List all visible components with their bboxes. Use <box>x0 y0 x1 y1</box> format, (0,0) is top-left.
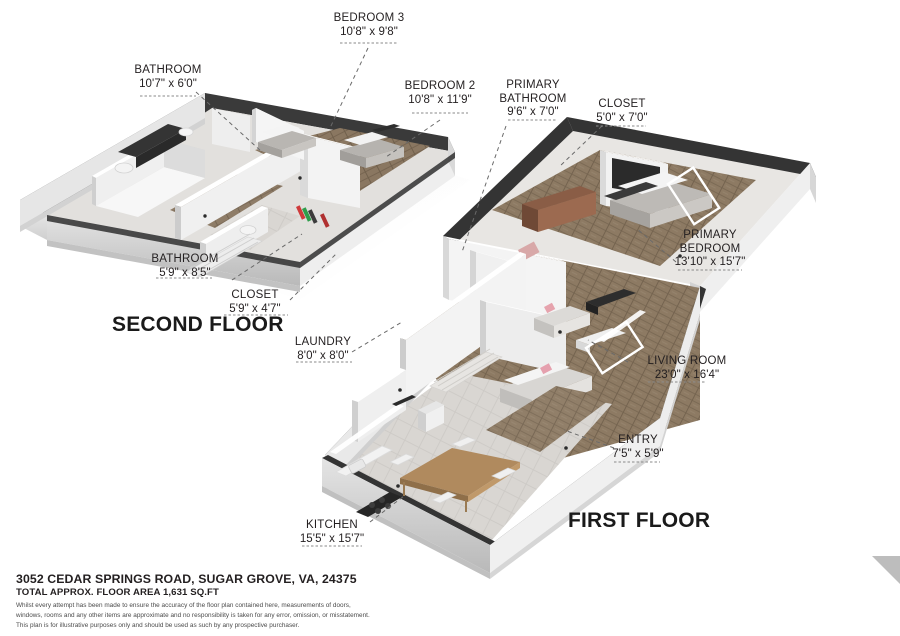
room-name-line2: BATHROOM <box>499 92 567 105</box>
leader-living-room <box>587 339 629 363</box>
room-label-bathroom-hall[interactable]: BATHROOM 10'7" x 6'0" <box>110 64 226 91</box>
room-dimensions: 10'7" x 6'0" <box>139 77 197 90</box>
room-label-kitchen[interactable]: KITCHEN 15'5" x 15'7" <box>272 519 392 546</box>
disclaimer-line-2: windows, rooms and any other items are a… <box>16 611 370 619</box>
room-name: CLOSET <box>231 289 279 301</box>
floor-title-second: SECOND FLOOR <box>112 313 284 336</box>
footer-block: 3052 CEDAR SPRINGS ROAD, SUGAR GROVE, VA… <box>16 572 576 631</box>
room-dimensions: 5'9" x 4'7" <box>229 302 281 315</box>
disclaimer-line-1: Whilst every attempt has been made to en… <box>16 602 351 609</box>
room-dimensions: 15'5" x 15'7" <box>299 532 365 545</box>
room-label-bathroom-second[interactable]: BATHROOM 5'9" x 8'5" <box>126 253 244 280</box>
room-name-line1: PRIMARY <box>506 79 560 91</box>
room-label-closet-hall[interactable]: CLOSET 5'9" x 4'7" <box>196 289 314 316</box>
room-name: BEDROOM 2 <box>404 80 476 92</box>
room-dimensions: 23'0" x 16'4" <box>654 368 720 381</box>
room-name: ENTRY <box>618 434 658 446</box>
room-name: BATHROOM <box>151 253 219 265</box>
room-label-entry[interactable]: ENTRY 7'5" x 5'9" <box>594 434 682 461</box>
leader-lines <box>195 47 677 523</box>
page-corner-fold <box>872 556 900 584</box>
room-name: BATHROOM <box>134 64 202 76</box>
leader-bedroom2 <box>385 119 441 158</box>
leader-bathroom-second <box>231 233 303 281</box>
room-dimensions: 8'0" x 8'0" <box>297 349 349 362</box>
total-floor-area: TOTAL APPROX. FLOOR AREA 1,631 SQ.FT <box>16 587 219 598</box>
room-label-primary-bathroom[interactable]: PRIMARY BATHROOM 9'6" x 7'0" <box>487 79 579 120</box>
room-label-bedroom2[interactable]: BEDROOM 2 10'8" x 11'9" <box>382 80 498 107</box>
room-name-line2: BEDROOM <box>679 242 741 255</box>
room-name: LIVING ROOM <box>647 355 727 367</box>
second-floor-interior-walls <box>92 108 404 268</box>
leader-primary-bedroom <box>635 227 677 263</box>
room-label-living-room[interactable]: LIVING ROOM 23'0" x 16'4" <box>620 355 754 382</box>
room-dimensions: 7'5" x 5'9" <box>612 447 664 460</box>
room-label-closet-primary[interactable]: CLOSET 5'0" x 7'0" <box>578 98 666 125</box>
room-label-bedroom3[interactable]: BEDROOM 3 10'8" x 9'8" <box>310 12 428 39</box>
room-name: LAUNDRY <box>294 336 352 348</box>
room-dimensions: 5'0" x 7'0" <box>596 111 648 124</box>
room-name: BEDROOM 3 <box>333 12 405 24</box>
dimension-underlines <box>140 42 742 547</box>
room-label-laundry[interactable]: LAUNDRY 8'0" x 8'0" <box>268 336 378 363</box>
room-dimensions: 5'9" x 8'5" <box>159 266 211 279</box>
room-dimensions: 9'6" x 7'0" <box>507 106 559 119</box>
room-name: KITCHEN <box>306 519 358 531</box>
room-dimensions: 10'8" x 9'8" <box>340 25 398 38</box>
room-name: CLOSET <box>598 98 646 110</box>
disclaimer: Whilst every attempt has been made to en… <box>16 601 576 631</box>
leader-bedroom3 <box>329 47 369 129</box>
floor-title-first: FIRST FLOOR <box>568 509 711 532</box>
disclaimer-line-3: This plan is for illustrative purposes o… <box>16 621 300 629</box>
first-floor-interior-walls <box>330 150 721 517</box>
second-floor-model <box>20 93 470 300</box>
first-floor-model <box>322 117 816 579</box>
room-name-line1: PRIMARY <box>683 229 737 241</box>
leader-closet-hall <box>289 253 337 301</box>
leader-closet-primary <box>559 125 603 167</box>
second-floor-stairs <box>185 233 263 278</box>
room-dimensions: 10'8" x 11'9" <box>408 93 472 106</box>
leader-laundry <box>351 321 403 353</box>
room-dimensions: 13'10" x 15'7" <box>674 256 746 269</box>
property-address: 3052 CEDAR SPRINGS ROAD, SUGAR GROVE, VA… <box>16 572 357 586</box>
leader-entry <box>563 429 615 449</box>
room-label-primary-bedroom[interactable]: PRIMARY BEDROOM 13'10" x 15'7" <box>654 229 766 270</box>
